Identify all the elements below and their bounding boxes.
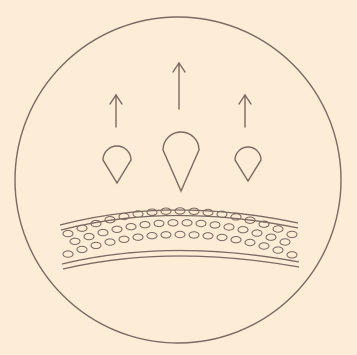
skin-cell [210,222,220,228]
circle-frame-icon [15,17,341,343]
skin-cell [175,231,185,237]
skin-cell [273,226,283,232]
skin-cell [70,238,80,244]
skin-cell [196,220,206,226]
skin-cell [182,220,192,226]
skin-cell [119,236,129,242]
skin-cell [287,231,297,237]
arrow-up-right-icon [239,95,251,127]
skin-cell [238,227,248,233]
skin-cell [273,247,283,253]
skin-cell [287,252,297,258]
skin-cell [189,232,199,238]
skin-cell [140,222,150,228]
skin-cell [231,214,241,220]
skin-cell [77,246,87,252]
skin-cell [231,237,241,243]
skin-cell [168,220,178,226]
skin-cell [84,233,94,239]
skin-cell [245,239,255,245]
skin-cell [280,239,290,245]
skin-cell-layer-icon [60,208,299,269]
arrow-up-left-icon [110,95,122,127]
skin-cell [161,232,171,238]
skin-cell [126,224,136,230]
skin-cell [252,230,262,236]
skin-cell [63,230,73,236]
skin-cell [63,251,73,257]
skin-cell [266,234,276,240]
skin-cell [224,224,234,230]
skin-cell [217,234,227,240]
skin-cell [112,226,122,232]
skin-cell [98,229,108,235]
skin-cell [91,242,101,248]
skin-cell [77,225,87,231]
skin-cell [175,208,185,214]
skin-cell [259,243,269,249]
skin-cell [147,233,157,239]
skin-cell [154,220,164,226]
skin-cell [203,233,213,239]
drop-right-icon [235,147,261,181]
skin-cell [105,239,115,245]
skin-cell [189,208,199,214]
drop-center-icon [163,132,199,191]
arrow-up-center-icon [173,63,185,109]
drop-left-icon [103,146,131,183]
skin-cell [161,208,171,214]
skin-cell [133,234,143,240]
skin-cell [147,209,157,215]
